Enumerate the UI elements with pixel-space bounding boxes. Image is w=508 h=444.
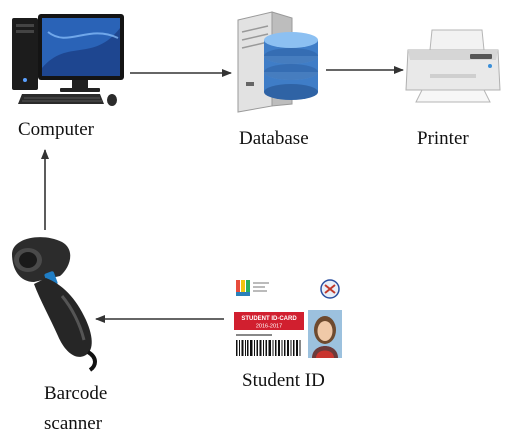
card-banner	[234, 312, 304, 330]
barcode-scanner-label-line2: scanner	[44, 413, 103, 434]
printer-icon	[405, 29, 501, 103]
database-label: Database	[239, 128, 309, 149]
student-id-card: STUDENT ID-CARD 2016-2017	[232, 276, 344, 362]
school-logo-icon	[236, 280, 269, 296]
printer-label: Printer	[417, 128, 469, 149]
barcode-scanner-label-line1: Barcode	[44, 383, 108, 404]
database-icon	[237, 11, 318, 113]
student-id-label: Student ID	[242, 370, 325, 391]
crest-icon	[320, 279, 340, 299]
card-banner-text: STUDENT ID-CARD	[241, 316, 297, 322]
barcode-scanner-icon	[12, 237, 97, 372]
computer-label: Computer	[18, 119, 94, 140]
card-years-text: 2016-2017	[256, 324, 282, 330]
computer-icon	[12, 14, 124, 106]
barcode-graphic	[236, 340, 301, 356]
student-photo	[308, 310, 342, 358]
